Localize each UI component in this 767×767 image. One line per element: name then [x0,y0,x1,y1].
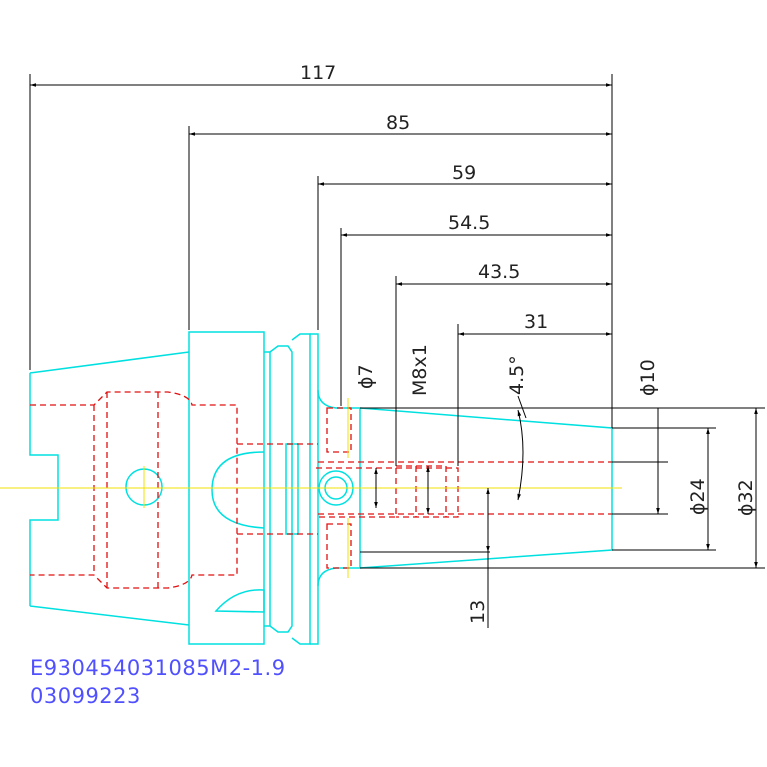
dim-shank-length: 59 [452,162,476,184]
dim-offset: 13 [467,600,489,624]
dim-bore-depth: 54.5 [448,212,490,234]
dim-mid-diameter: ϕ24 [687,478,709,515]
dimension-lines [29,74,765,628]
hidden-lines [30,391,612,589]
dim-flange-length: 85 [386,112,410,134]
dim-bore-diameter: ϕ10 [637,359,659,396]
dim-overall-length: 117 [300,62,336,84]
dim-outer-diameter: ϕ32 [735,479,757,516]
dim-thread-depth: 43.5 [478,261,520,283]
dim-taper-angle: 4.5° [506,355,528,395]
dim-pin-diameter: ϕ7 [355,364,377,389]
dim-taper-length: 31 [524,311,548,333]
dimension-labels: 117 85 59 54.5 43.5 31 ϕ7 M8x1 4.5° ϕ10 … [300,62,757,624]
part-number-caption: E930454031085M2-1.9 [30,656,286,680]
serial-number-caption: 03099223 [30,684,141,708]
centerlines [0,398,622,578]
dim-thread: M8x1 [409,344,431,396]
